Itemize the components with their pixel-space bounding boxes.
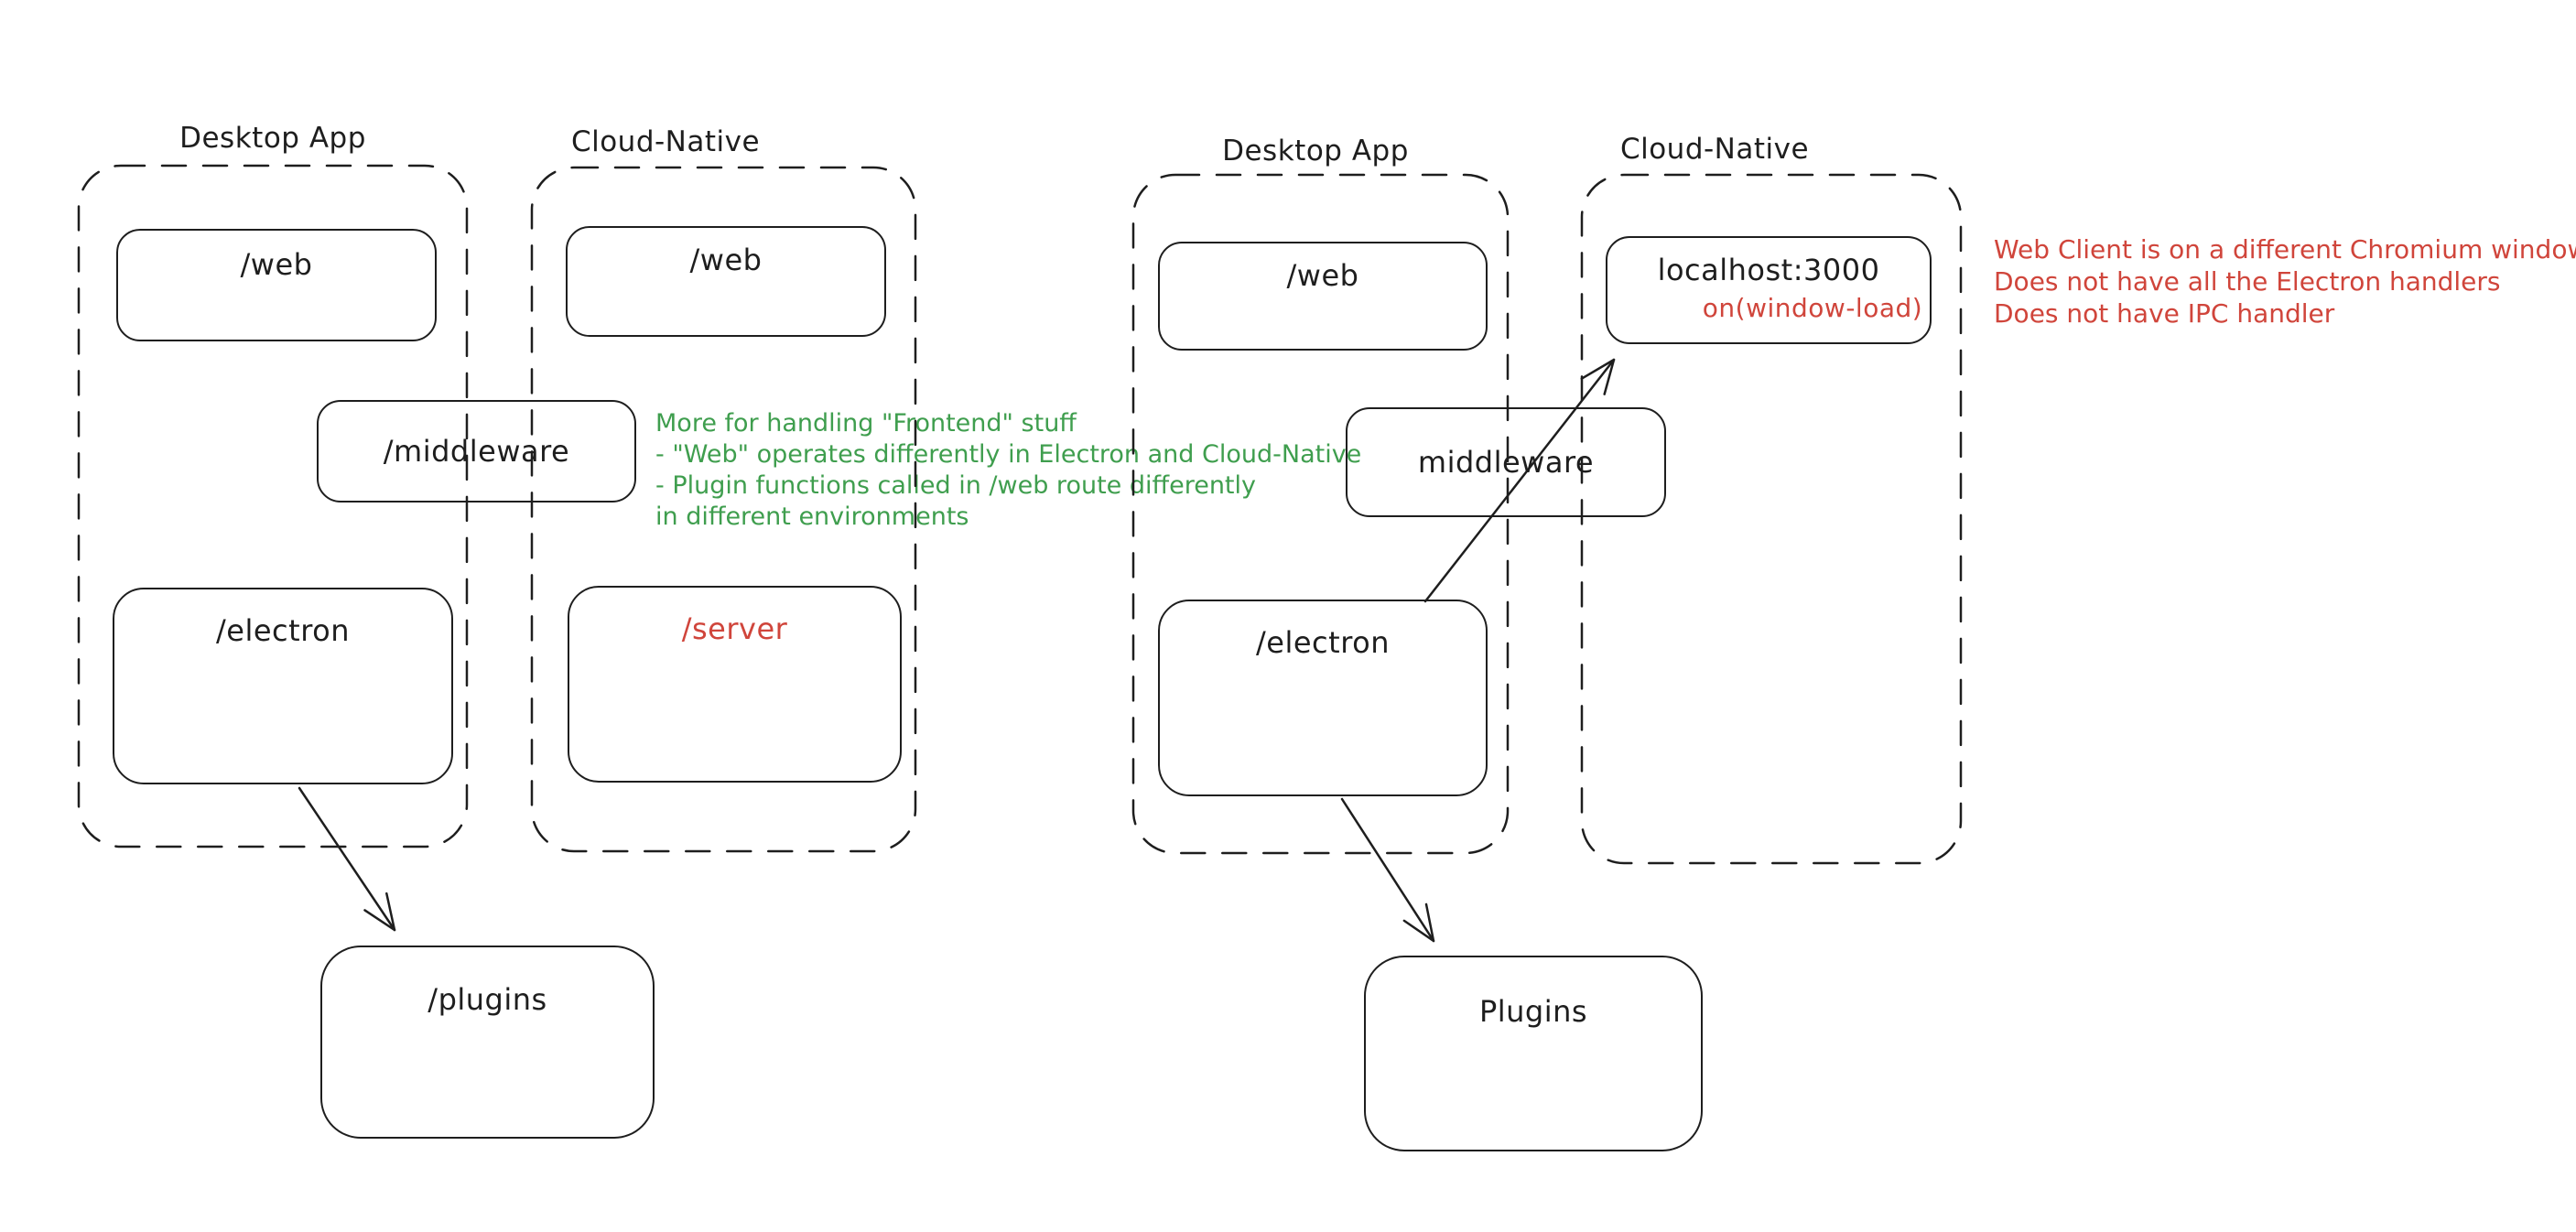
right-electron-label: /electron (1256, 625, 1390, 660)
right-cloud-title: Cloud-Native (1619, 133, 1810, 166)
right-localhost-box: localhost:3000 on(window-load) (1606, 236, 1932, 344)
left-note-line-4: in different environments (655, 503, 969, 531)
right-plugins-box: Plugins (1364, 956, 1703, 1151)
right-desktop-web-box: /web (1158, 242, 1488, 351)
left-electron-box: /electron (113, 588, 453, 784)
right-localhost-label: localhost:3000 (1657, 253, 1880, 287)
left-server-label: /server (681, 611, 788, 646)
right-plugins-label: Plugins (1478, 994, 1588, 1029)
left-plugins-box: /plugins (320, 946, 655, 1139)
right-note-line-3: Does not have IPC handler (1994, 298, 2335, 329)
right-note-line-1: Web Client is on a different Chromium wi… (1994, 234, 2576, 265)
right-desktop-web-label: /web (1286, 258, 1359, 293)
left-cloud-title: Cloud-Native (570, 125, 761, 158)
right-desktop-title: Desktop App (1222, 135, 1409, 168)
arrow-right-electron-to-plugins (1340, 797, 1435, 943)
left-note-line-2: - "Web" operates differently in Electron… (655, 440, 1362, 469)
left-desktop-web-box: /web (116, 229, 437, 341)
left-desktop-title: Desktop App (179, 122, 366, 155)
left-note-line-3: - Plugin functions called in /web route … (655, 471, 1257, 500)
left-plugins-label: /plugins (428, 982, 547, 1017)
right-note: Web Client is on a different Chromium wi… (1994, 233, 2576, 330)
left-middleware-box: /middleware (317, 400, 636, 503)
left-cloud-web-box: /web (566, 226, 886, 337)
left-note: More for handling "Frontend" stuff - "We… (655, 408, 1361, 533)
left-cloud-web-label: /web (689, 243, 763, 277)
right-middleware-label: middleware (1417, 445, 1595, 480)
right-note-line-2: Does not have all the Electron handlers (1994, 266, 2501, 297)
right-electron-box: /electron (1158, 600, 1488, 796)
right-window-load-label: on(window-load) (1702, 293, 1923, 323)
left-electron-label: /electron (216, 613, 350, 648)
arrow-left-electron-to-plugins (298, 786, 396, 932)
left-desktop-web-label: /web (240, 247, 313, 282)
right-middleware-box: middleware (1346, 407, 1666, 517)
left-note-line-1: More for handling "Frontend" stuff (655, 409, 1077, 438)
left-middleware-label: /middleware (383, 434, 570, 469)
left-server-box: /server (568, 586, 902, 783)
